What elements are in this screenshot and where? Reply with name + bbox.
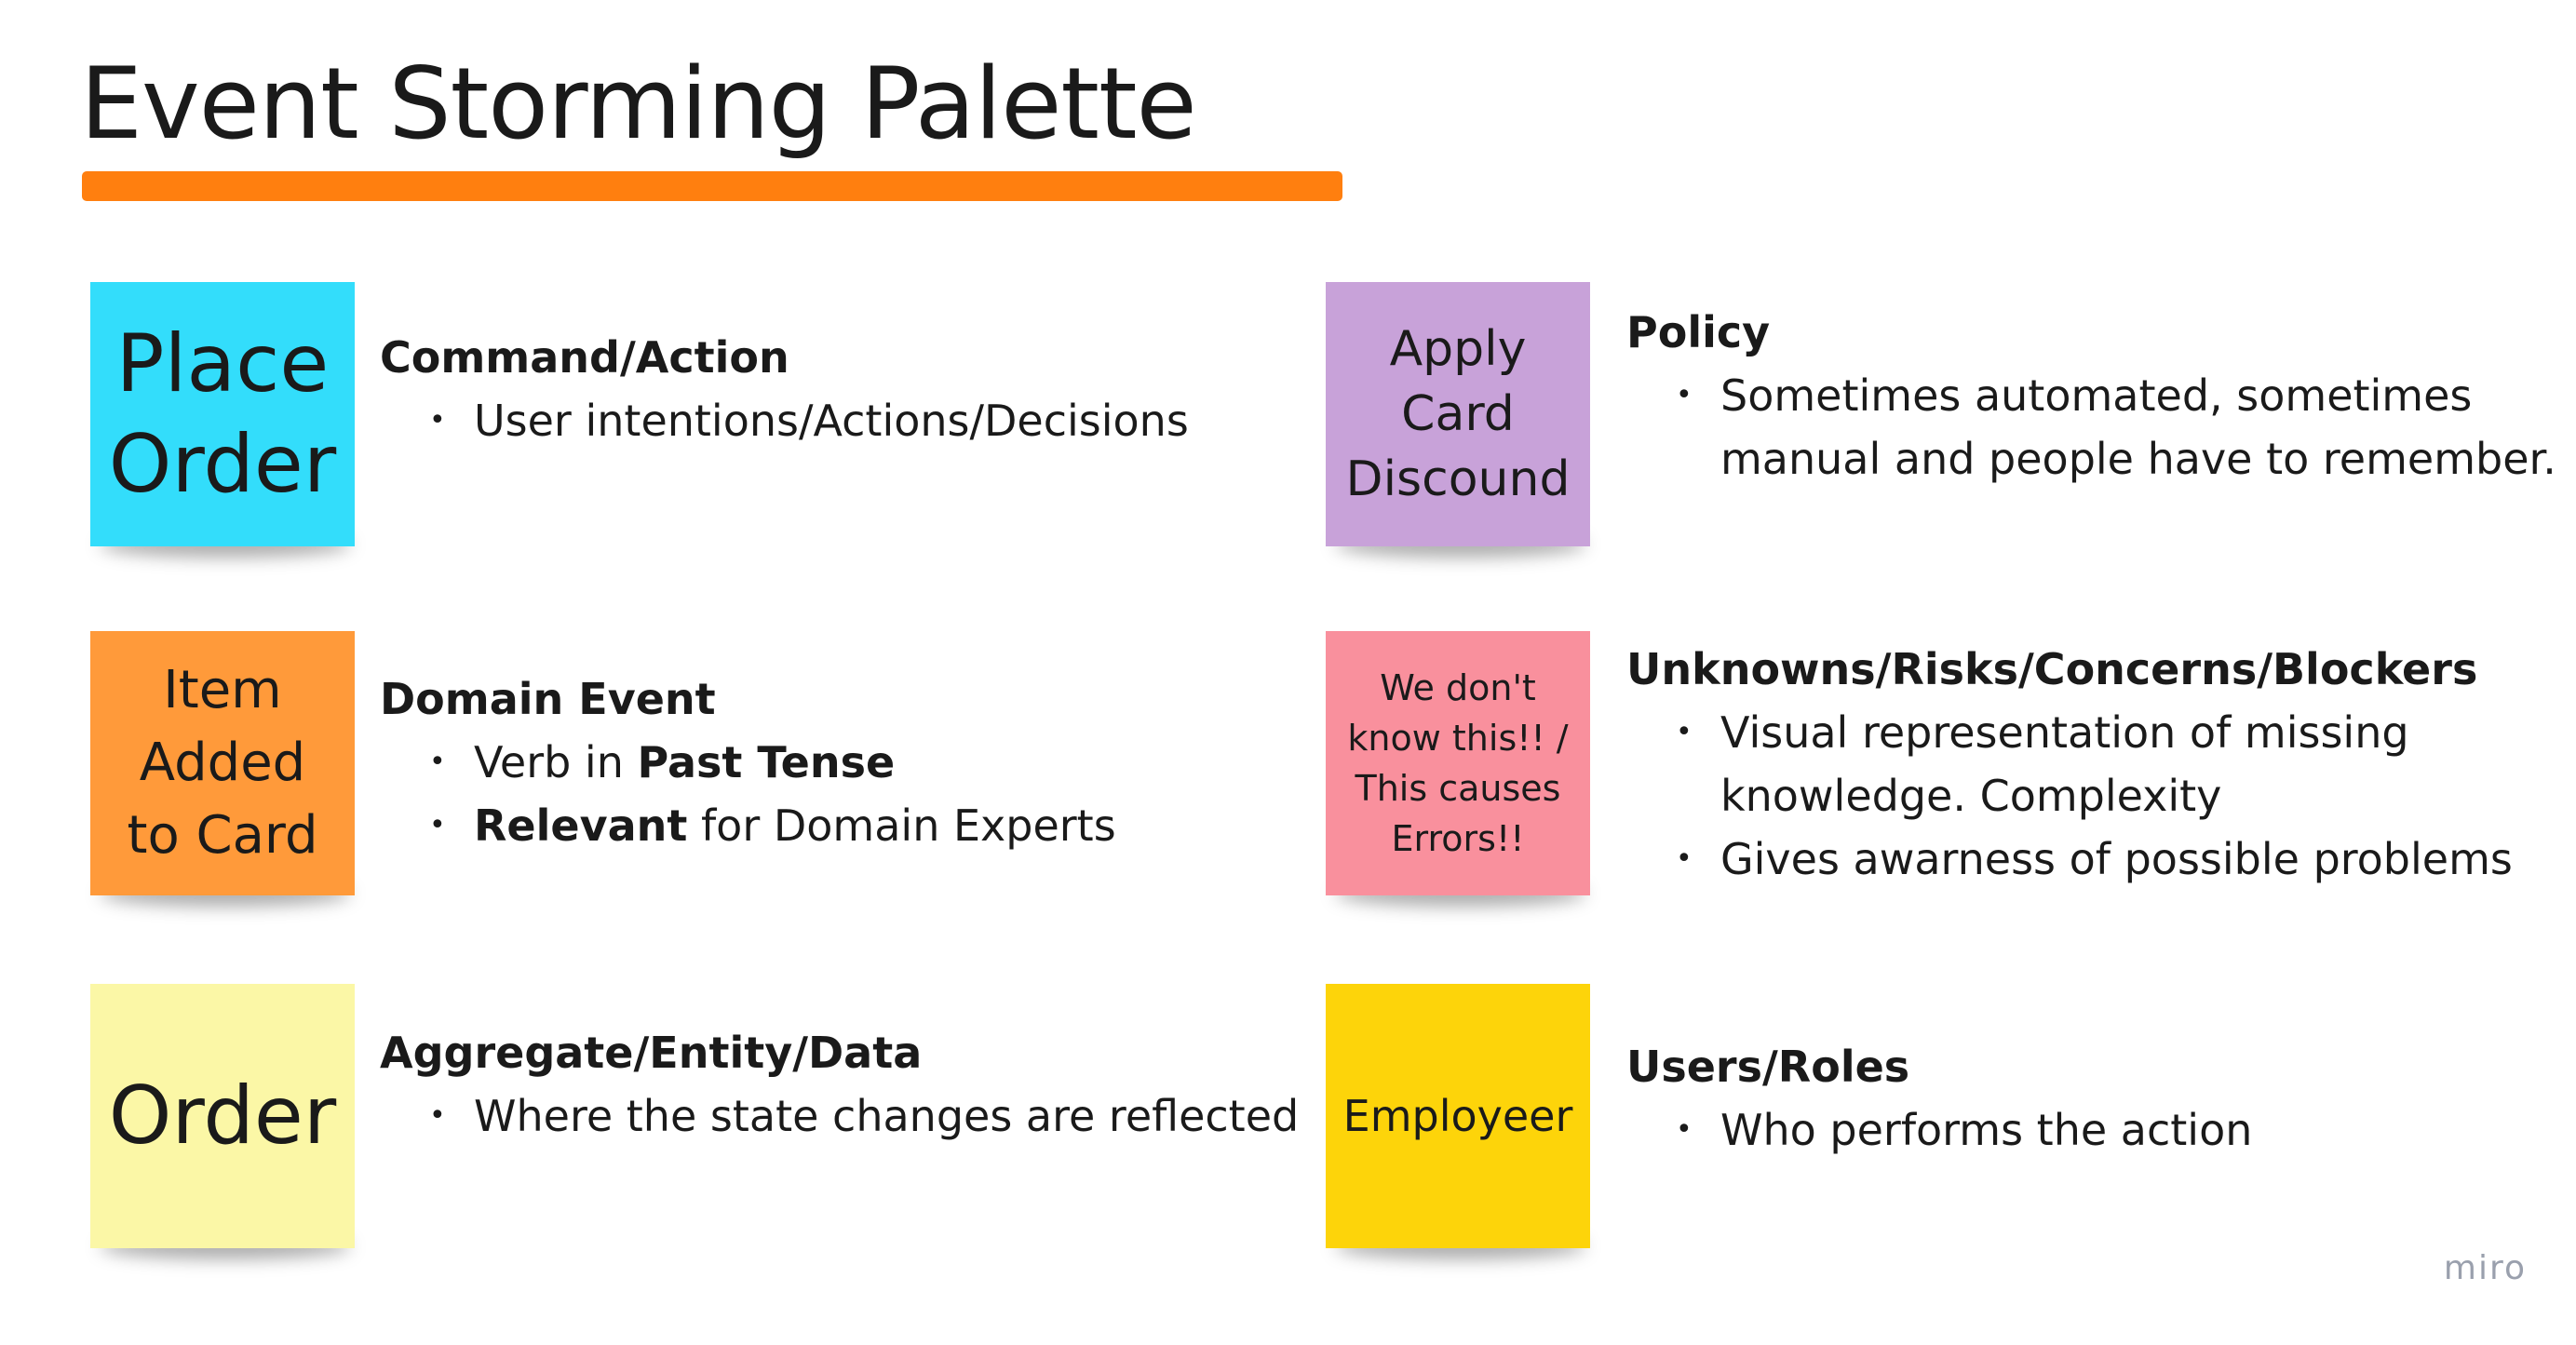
sticky-note-text: Added	[139, 733, 306, 793]
bullet-item: • Who performs the action	[1626, 1098, 2252, 1162]
sticky-note-text: Item	[163, 660, 282, 720]
bullet-dot-icon: •	[1676, 379, 1693, 411]
bullet-list: • Verb in Past Tense • Relevant for Domain …	[380, 731, 1116, 857]
sticky-note-body: Order	[90, 984, 355, 1248]
sticky-note-text: to Card	[127, 805, 318, 866]
page-title: Event Storming Palette	[80, 47, 1197, 161]
description-title: Aggregate/Entity/Data	[380, 1028, 923, 1078]
bullet-dot-icon: •	[429, 746, 446, 778]
bullet-text-bold: Relevant	[474, 800, 688, 851]
bullet-text-continued: manual and people have to remember.	[1720, 434, 2556, 484]
description-domain-event: Domain Event • Verb in Past Tense • Relevant…	[380, 667, 1116, 857]
bullet-dot-icon: •	[1676, 1113, 1693, 1146]
bullet-item: • User intentions/Actions/Decisions	[380, 389, 1189, 452]
bullet-dot-icon: •	[1676, 716, 1693, 748]
bullet-text: Visual representation of missing	[1720, 707, 2409, 758]
title-underline	[82, 171, 1342, 201]
description-unknowns: Unknowns/Risks/Concerns/Blockers • Visual …	[1626, 638, 2513, 891]
description-policy: Policy • Sometimes automated, sometimes man…	[1626, 301, 2556, 491]
bullet-text: for Domain Experts	[687, 800, 1116, 851]
bullet-list: • Visual representation of missing knowled…	[1626, 701, 2513, 891]
bullet-text-bold: Past Tense	[637, 737, 896, 787]
bullet-text: Verb in	[474, 737, 638, 787]
bullet-text: Gives awarness of possible problems	[1720, 834, 2513, 884]
bullet-list: • Sometimes automated, sometimes manual an…	[1626, 364, 2556, 491]
sticky-note-text: Order	[108, 418, 337, 511]
description-title: Command/Action	[380, 332, 789, 383]
bullet-text: Sometimes automated, sometimes	[1720, 370, 2473, 421]
bullet-list: • User intentions/Actions/Decisions	[380, 389, 1189, 452]
bullet-item: • Gives awarness of possible problems	[1626, 827, 2513, 891]
bullet-dot-icon: •	[429, 404, 446, 437]
description-title: Domain Event	[380, 674, 716, 724]
sticky-note-text: Apply	[1389, 321, 1527, 377]
description-title: Users/Roles	[1626, 1042, 1910, 1092]
bullet-text: User intentions/Actions/Decisions	[474, 396, 1189, 446]
sticky-note-text: know this!! /	[1347, 718, 1569, 759]
bullet-dot-icon: •	[429, 1099, 446, 1132]
sticky-note-text: Employeer	[1342, 1091, 1573, 1141]
bullet-text: Where the state changes are reflected	[474, 1091, 1300, 1141]
description-command: Command/Action • User intentions/Actions/D…	[380, 326, 1189, 452]
sticky-note-text: Errors!!	[1391, 818, 1525, 859]
sticky-note-text: Order	[108, 1069, 337, 1163]
bullet-item: • Visual representation of missing knowled…	[1626, 701, 2513, 827]
bullet-dot-icon: •	[429, 809, 446, 841]
bullet-item: • Sometimes automated, sometimes manual an…	[1626, 364, 2556, 491]
sticky-note-aggregate[interactable]: Order	[90, 984, 355, 1259]
description-title: Unknowns/Risks/Concerns/Blockers	[1626, 644, 2478, 694]
bullet-item: • Relevant for Domain Experts	[380, 794, 1116, 857]
sticky-note-body: Employeer	[1326, 984, 1590, 1248]
sticky-note-text: Place	[115, 317, 330, 410]
sticky-note-text: Card	[1401, 386, 1515, 442]
description-title: Policy	[1626, 307, 1771, 357]
bullet-item: • Where the state changes are reflected	[380, 1084, 1299, 1148]
sticky-note-text: This causes	[1355, 768, 1561, 809]
bullet-dot-icon: •	[1676, 842, 1693, 875]
bullet-list: • Who performs the action	[1626, 1098, 2252, 1162]
bullet-text: Who performs the action	[1720, 1105, 2253, 1155]
bullet-item: • Verb in Past Tense	[380, 731, 1116, 794]
sticky-note-text: We don't	[1380, 667, 1536, 708]
sticky-note-users-roles[interactable]: Employeer	[1326, 984, 1590, 1259]
description-aggregate: Aggregate/Entity/Data • Where the state ch…	[380, 1021, 1299, 1148]
bullet-text-continued: knowledge. Complexity	[1720, 771, 2222, 821]
description-users-roles: Users/Roles • Who performs the action	[1626, 1035, 2252, 1162]
miro-logo: miro	[2443, 1249, 2527, 1287]
sticky-note-text: Discound	[1345, 451, 1571, 507]
bullet-list: • Where the state changes are reflected	[380, 1084, 1299, 1148]
